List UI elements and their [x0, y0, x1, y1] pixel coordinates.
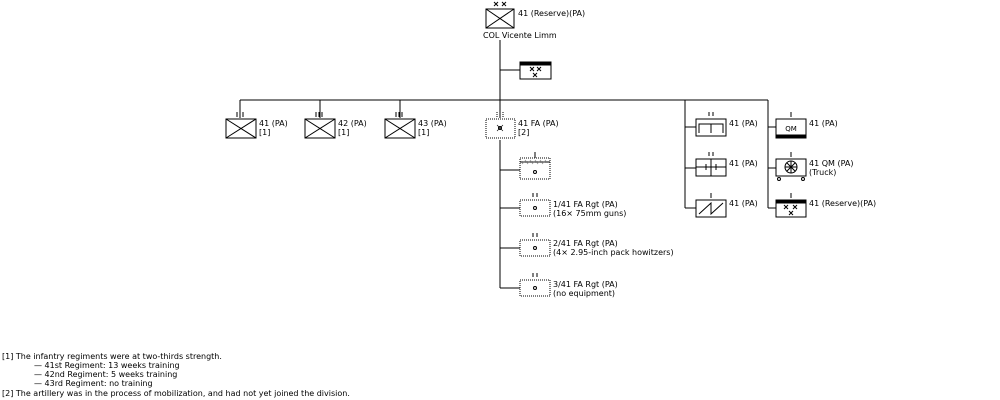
qm-truck-symbol	[775, 152, 807, 181]
engineer-battalion-symbol	[695, 112, 727, 137]
infantry-43-label: 43 (PA)	[418, 119, 447, 128]
footnote-1-regiment-43: — 43rd Regiment: no training	[34, 379, 153, 388]
infantry-42-note: [1]	[338, 128, 350, 137]
medical-battalion-symbol	[695, 152, 727, 177]
artillery-battalion-symbol-1	[519, 193, 551, 217]
hq-division-symbol	[485, 1, 515, 29]
infantry-43-note: [1]	[418, 128, 430, 137]
footnote-1-regiment-42: — 42nd Regiment: 5 weeks training	[34, 370, 178, 379]
engineer-label: 41 (PA)	[729, 119, 758, 128]
artillery-battalion-1-label: 1/41 FA Rgt (PA)	[553, 200, 618, 209]
artillery-battalion-symbol-3	[519, 273, 551, 297]
artillery-label: 41 FA (PA)	[518, 119, 559, 128]
qm-symbol-text: QM	[785, 125, 797, 133]
reserve-company-symbol	[775, 193, 807, 218]
artillery-battalion-3-equipment: (no equipment)	[553, 289, 616, 298]
connector-lines	[239, 40, 776, 289]
infantry-symbol-41	[225, 112, 257, 139]
artillery-hq-symbol	[519, 152, 551, 180]
infantry-41-label: 41 (PA)	[259, 119, 288, 128]
qm-truck-label: 41 QM (PA)	[809, 159, 854, 168]
artillery-note: [2]	[518, 128, 530, 137]
hq-label: 41 (Reserve)(PA)	[518, 9, 586, 18]
reserve-label: 41 (Reserve)(PA)	[809, 199, 877, 208]
signal-company-symbol	[695, 193, 727, 218]
infantry-symbol-42	[304, 112, 336, 139]
hq-commander: COL Vicente Limm	[483, 31, 557, 40]
infantry-42-label: 42 (PA)	[338, 119, 367, 128]
qm-truck-label-2: (Truck)	[809, 168, 837, 177]
footnote-1-regiment-41: — 41st Regiment: 13 weeks training	[34, 361, 180, 370]
artillery-battalion-2-equipment: (4× 2.95-inch pack howitzers)	[553, 248, 674, 257]
infantry-symbol-43	[384, 112, 416, 139]
artillery-battalion-3-label: 3/41 FA Rgt (PA)	[553, 280, 618, 289]
qm-battalion-symbol	[775, 112, 807, 139]
artillery-battalion-1-equipment: (16× 75mm guns)	[553, 209, 627, 218]
artillery-regiment-symbol	[485, 112, 516, 139]
footnote-1: [1] The infantry regiments were at two-t…	[2, 352, 222, 361]
artillery-battalion-symbol-2	[519, 233, 551, 257]
signal-label: 41 (PA)	[729, 199, 758, 208]
footnote-2: [2] The artillery was in the process of …	[2, 389, 350, 398]
infantry-41-note: [1]	[259, 128, 271, 137]
medical-label: 41 (PA)	[729, 159, 758, 168]
hq-reserve-symbol	[519, 61, 552, 80]
qm-label: 41 (PA)	[809, 119, 838, 128]
artillery-battalion-2-label: 2/41 FA Rgt (PA)	[553, 239, 618, 248]
